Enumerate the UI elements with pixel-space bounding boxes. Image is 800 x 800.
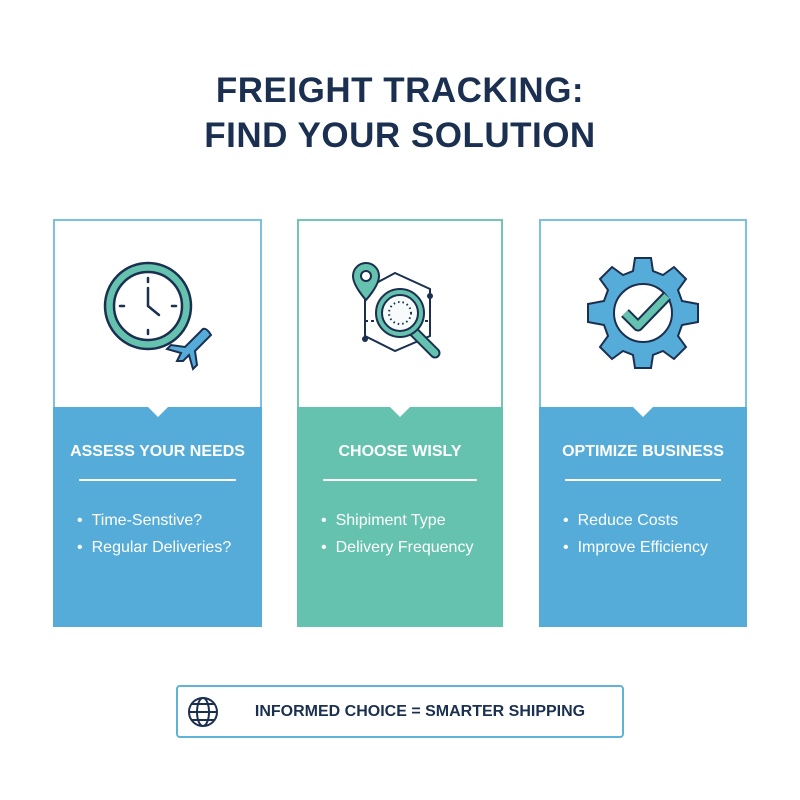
- list-item: Reduce Costs: [563, 507, 708, 534]
- title-line-2: FIND YOUR SOLUTION: [204, 116, 596, 155]
- card-panel: CHOOSE WISLY Shipiment Type Delivery Fre…: [297, 407, 503, 627]
- footer-banner: INFORMED CHOICE = SMARTER SHIPPING: [176, 685, 624, 738]
- list-item: Time-Senstive?: [77, 507, 231, 534]
- card-list: Reduce Costs Improve Efficiency: [563, 507, 708, 561]
- card-heading: CHOOSE WISLY: [338, 443, 462, 460]
- card-choose-wisely: CHOOSE WISLY Shipiment Type Delivery Fre…: [297, 219, 503, 627]
- card-heading: ASSESS YOUR NEEDS: [70, 443, 245, 460]
- list-item: Regular Deliveries?: [77, 534, 232, 561]
- card-heading: OPTIMIZE BUSINESS: [562, 443, 724, 460]
- list-item: Improve Efficiency: [563, 534, 708, 561]
- page-title: FREIGHT TRACKING: FIND YOUR SOLUTION: [0, 68, 800, 158]
- title-line-1: FREIGHT TRACKING:: [215, 71, 585, 110]
- footer-text: INFORMED CHOICE = SMARTER SHIPPING: [254, 702, 586, 720]
- clock-airplane-icon: [55, 241, 260, 391]
- notch: [390, 407, 410, 417]
- card-panel: ASSESS YOUR NEEDS Time-Senstive? Regular…: [53, 407, 262, 627]
- card-panel: OPTIMIZE BUSINESS Reduce Costs Improve E…: [539, 407, 747, 627]
- notch: [633, 407, 653, 417]
- notch: [147, 407, 168, 417]
- globe-icon: [188, 696, 218, 727]
- list-item: Shipiment Type: [321, 507, 473, 534]
- list-item: Delivery Frequency: [321, 534, 474, 561]
- divider: [565, 479, 721, 481]
- gear-checkmark-icon: [541, 241, 745, 391]
- card-list: Shipiment Type Delivery Frequency: [321, 507, 474, 561]
- card-list: Time-Senstive? Regular Deliveries?: [77, 507, 232, 561]
- card-optimize-business: OPTIMIZE BUSINESS Reduce Costs Improve E…: [539, 219, 747, 627]
- card-assess-needs: ASSESS YOUR NEEDS Time-Senstive? Regular…: [53, 219, 262, 627]
- divider: [323, 479, 477, 481]
- divider: [79, 479, 236, 481]
- map-pin-magnifier-icon: [299, 241, 501, 391]
